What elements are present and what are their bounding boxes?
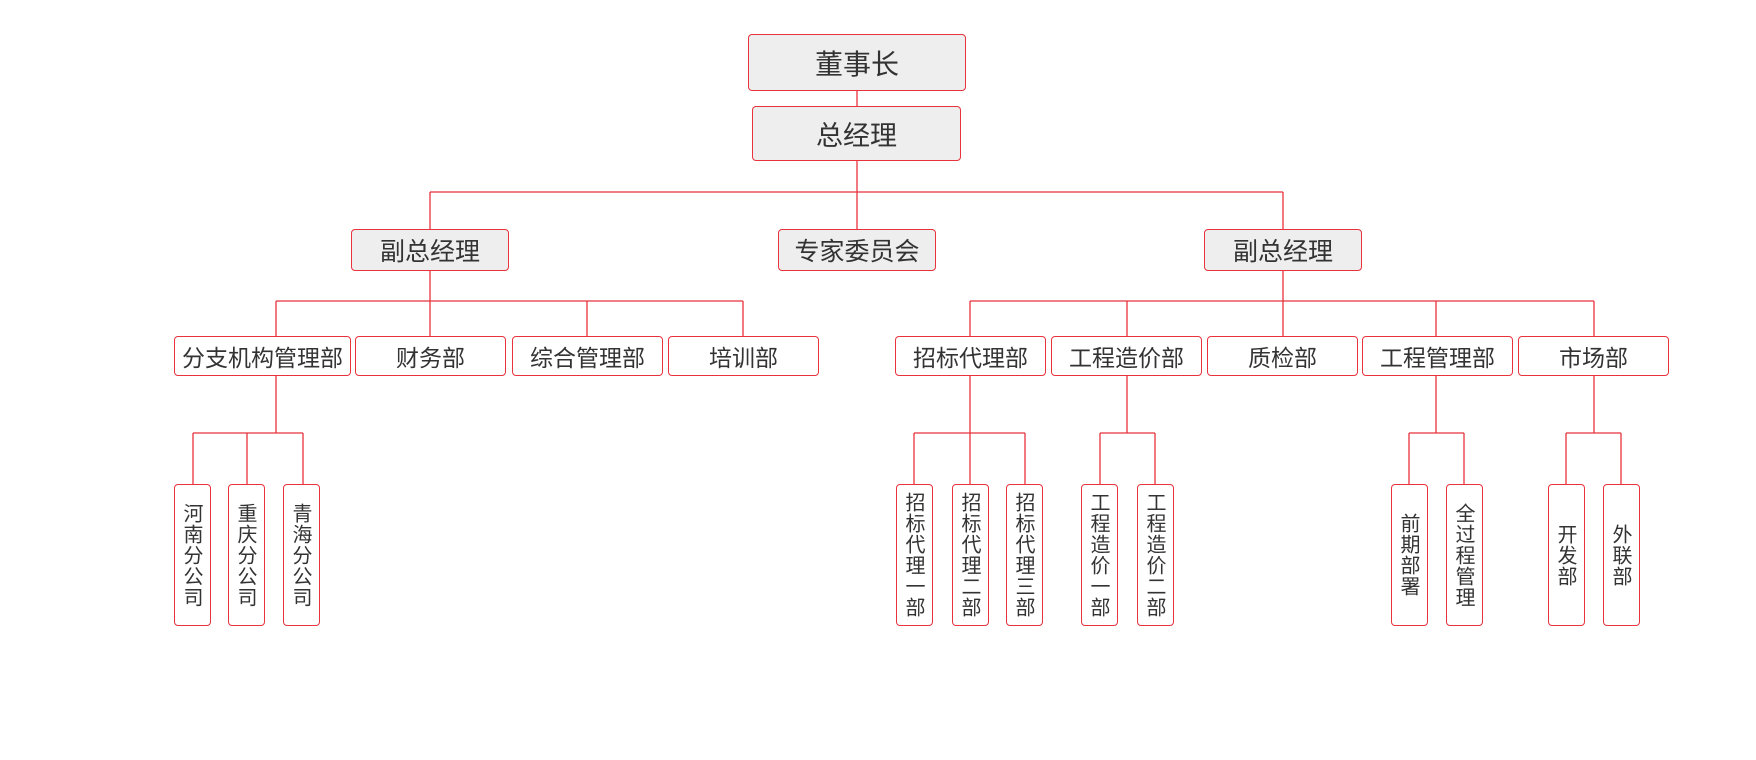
node-engineering-management[interactable]: 工程管理部: [1362, 336, 1513, 376]
node-expert-committee-label: 专家委员会: [794, 237, 920, 266]
node-chongqing-branch-label: 重庆分公司: [234, 502, 258, 608]
node-external-liaison-label: 外联部: [1609, 523, 1633, 587]
node-bidding-agency-label: 招标代理部: [913, 346, 1028, 372]
node-qinghai-branch[interactable]: 青海分公司: [283, 484, 320, 626]
node-henan-branch-label: 河南分公司: [180, 502, 204, 608]
node-finance[interactable]: 财务部: [355, 336, 506, 376]
node-bidding-dept-1[interactable]: 招标代理一部: [896, 484, 933, 626]
node-full-process-management[interactable]: 全过程管理: [1446, 484, 1483, 626]
node-bidding-dept-1-label: 招标代理一部: [902, 492, 926, 618]
node-general-manager[interactable]: 总经理: [752, 106, 961, 161]
node-branch-management-label: 分支机构管理部: [182, 346, 343, 372]
node-vice-gm-left[interactable]: 副总经理: [351, 229, 509, 271]
node-training[interactable]: 培训部: [668, 336, 819, 376]
node-quality-inspection[interactable]: 质检部: [1207, 336, 1358, 376]
node-preliminary-planning-label: 前期部署: [1397, 513, 1421, 597]
node-development[interactable]: 开发部: [1548, 484, 1585, 626]
node-general-manager-label: 总经理: [816, 121, 897, 152]
node-bidding-agency[interactable]: 招标代理部: [895, 336, 1046, 376]
node-market[interactable]: 市场部: [1518, 336, 1669, 376]
node-cost-engineering[interactable]: 工程造价部: [1051, 336, 1202, 376]
node-general-management[interactable]: 综合管理部: [512, 336, 663, 376]
node-expert-committee[interactable]: 专家委员会: [778, 229, 936, 271]
node-external-liaison[interactable]: 外联部: [1603, 484, 1640, 626]
node-chongqing-branch[interactable]: 重庆分公司: [228, 484, 265, 626]
node-branch-management[interactable]: 分支机构管理部: [174, 336, 351, 376]
node-vice-gm-right-label: 副总经理: [1232, 237, 1333, 266]
node-bidding-dept-2-label: 招标代理二部: [958, 492, 982, 618]
node-engineering-management-label: 工程管理部: [1380, 346, 1495, 372]
node-henan-branch[interactable]: 河南分公司: [174, 484, 211, 626]
node-vice-gm-left-label: 副总经理: [379, 237, 480, 266]
node-development-label: 开发部: [1554, 523, 1578, 587]
node-preliminary-planning[interactable]: 前期部署: [1391, 484, 1428, 626]
node-cost-engineering-label: 工程造价部: [1069, 346, 1184, 372]
node-cost-dept-2-label: 工程造价二部: [1143, 492, 1167, 618]
node-bidding-dept-3[interactable]: 招标代理三部: [1006, 484, 1043, 626]
node-quality-inspection-label: 质检部: [1248, 346, 1317, 372]
node-qinghai-branch-label: 青海分公司: [289, 502, 313, 608]
node-finance-label: 财务部: [396, 346, 465, 372]
node-cost-dept-2[interactable]: 工程造价二部: [1137, 484, 1174, 626]
node-chairman-label: 董事长: [814, 47, 899, 81]
node-cost-dept-1-label: 工程造价一部: [1087, 492, 1111, 618]
node-vice-gm-right[interactable]: 副总经理: [1204, 229, 1362, 271]
node-bidding-dept-3-label: 招标代理三部: [1012, 492, 1036, 618]
node-general-management-label: 综合管理部: [530, 346, 645, 372]
node-chairman[interactable]: 董事长: [748, 34, 966, 91]
node-cost-dept-1[interactable]: 工程造价一部: [1081, 484, 1118, 626]
node-market-label: 市场部: [1559, 346, 1628, 372]
node-training-label: 培训部: [709, 346, 778, 372]
node-bidding-dept-2[interactable]: 招标代理二部: [952, 484, 989, 626]
node-full-process-management-label: 全过程管理: [1452, 502, 1476, 608]
